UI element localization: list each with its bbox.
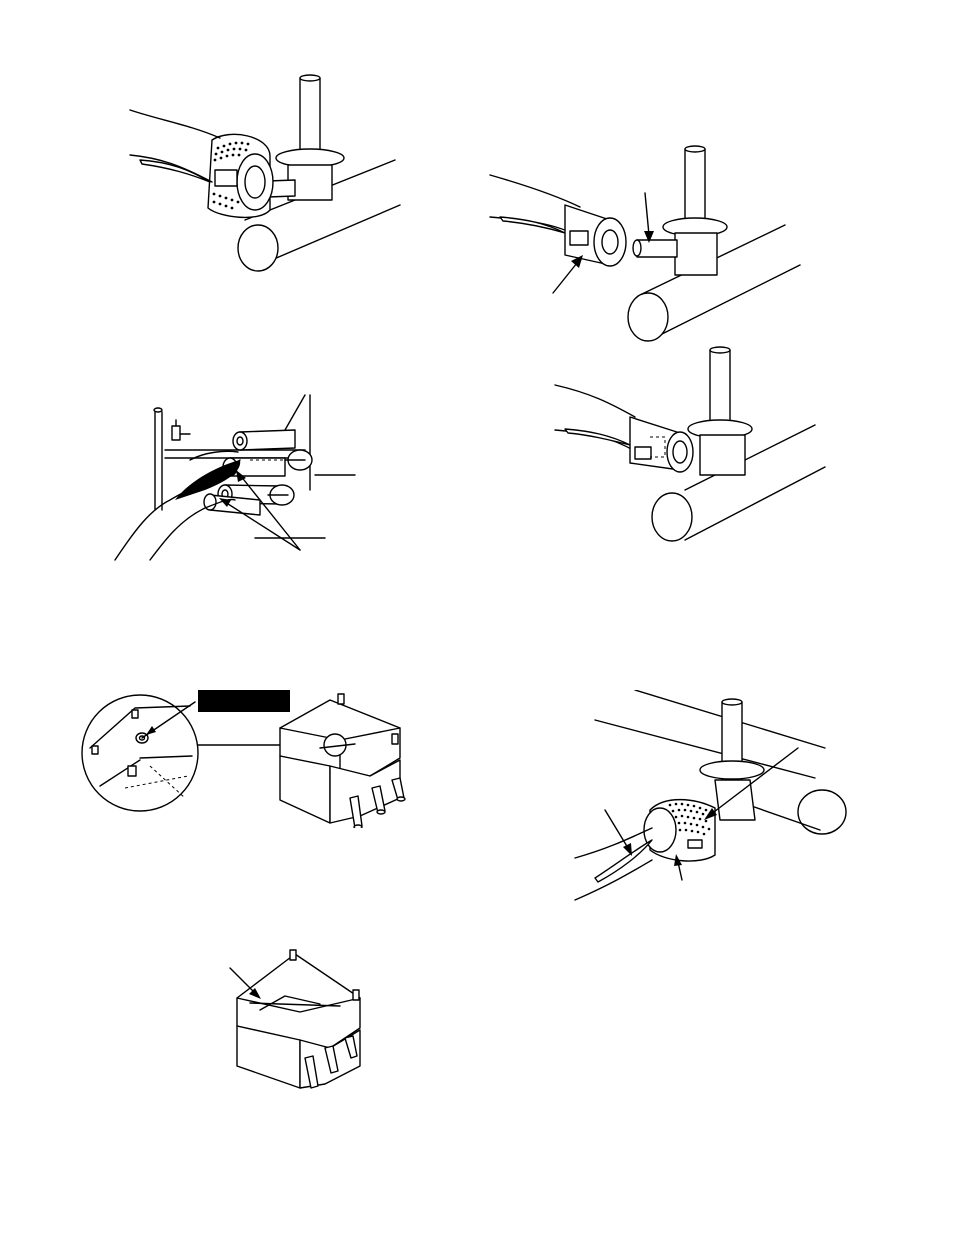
hand: [130, 110, 220, 182]
figure-air-shutter: [570, 690, 850, 910]
callout-label-bar: [198, 690, 290, 712]
figure-firebox-detail: [80, 688, 420, 828]
firebox: [280, 694, 405, 828]
burner-tube: [490, 175, 626, 266]
figure-burner-tube-alignment: [485, 145, 805, 345]
arrow-tube-slot: [553, 255, 583, 293]
valve-fitting: [172, 420, 190, 440]
figure-burner-tubes-removal: [110, 390, 370, 565]
figure-firebox-electrode: [225, 948, 370, 1093]
burner-tube-upper: [233, 430, 295, 450]
valve-assembly: [688, 347, 752, 475]
detail-magnifier: [82, 695, 198, 811]
arrow-orifice: [644, 193, 654, 243]
figure-burner-shutter-removal: [120, 70, 410, 285]
gas-orifice: [637, 240, 677, 257]
arrow-tube: [605, 810, 632, 856]
firebox: [237, 950, 360, 1088]
perforated-shutter: [644, 800, 715, 861]
burner-tube: [555, 385, 693, 472]
figure-burner-tube-installed: [550, 345, 830, 545]
perforated-shutter: [208, 134, 273, 217]
burner-tube: [575, 828, 652, 900]
valve-assembly: [700, 699, 764, 820]
